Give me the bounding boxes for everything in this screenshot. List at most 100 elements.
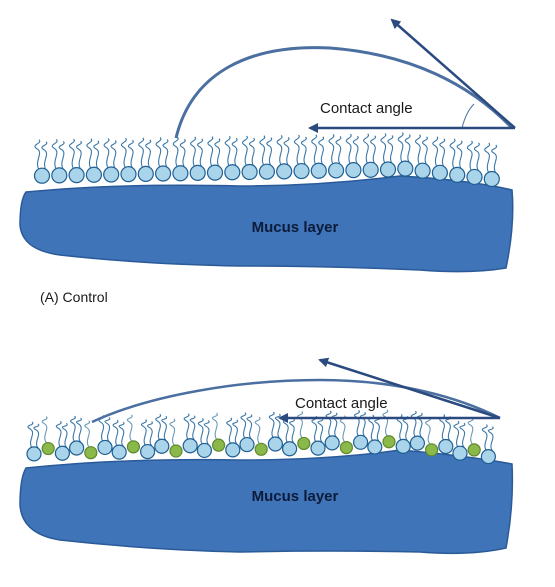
- droplet-outline: [174, 46, 514, 139]
- additive-head: [169, 444, 183, 458]
- lipid-tail: [86, 138, 93, 170]
- lipid-head: [172, 165, 189, 182]
- lipid-tail: [155, 413, 162, 441]
- lipid-tail: [34, 139, 41, 170]
- lipid-tail: [387, 135, 394, 164]
- lipid-tail: [345, 133, 352, 165]
- droplet-outline: [91, 378, 501, 424]
- lipid-tail: [311, 415, 318, 443]
- lipid-tail: [232, 419, 239, 445]
- lipid-tail: [68, 138, 75, 170]
- panel-caption: (A) Control: [40, 289, 108, 305]
- lipid-tail: [254, 416, 261, 444]
- lipid-head: [120, 166, 137, 183]
- lipid-tail: [414, 134, 421, 165]
- lipid-tail: [41, 141, 48, 171]
- lipid-head: [33, 167, 51, 184]
- lipid-tail: [207, 136, 214, 167]
- lipid-head: [324, 435, 340, 451]
- lipid-tail: [266, 137, 273, 166]
- lipid-tail: [268, 411, 275, 439]
- lipid-tail: [110, 140, 117, 169]
- panel-b-treated: Mucus layer Contact angle: [19, 357, 514, 555]
- lipid-tail: [84, 420, 91, 448]
- lipid-tail: [453, 420, 460, 448]
- lipid-head: [225, 442, 241, 458]
- lipid-tail: [370, 135, 377, 165]
- lipid-head: [367, 439, 383, 455]
- lipid-head: [85, 166, 103, 183]
- lipid-tail: [75, 417, 82, 443]
- lipid-tail: [197, 418, 204, 445]
- lipid-tail: [118, 421, 125, 447]
- lipid-tail: [231, 137, 238, 167]
- mucus-layer-label: Mucus layer: [252, 488, 339, 505]
- lipid-head: [379, 161, 397, 178]
- lipid-tail: [140, 419, 147, 446]
- lipid-head: [140, 443, 156, 460]
- lipid-head: [206, 164, 224, 181]
- lipid-tail: [487, 426, 494, 451]
- lipid-tail: [33, 423, 40, 449]
- lipid-tail: [51, 139, 58, 170]
- lipid-head: [182, 438, 198, 454]
- lipid-tail: [240, 412, 247, 439]
- lipid-tail: [473, 142, 480, 172]
- lipid-tail: [41, 416, 48, 443]
- lipid-tail: [424, 417, 431, 445]
- lipid-tail: [75, 140, 82, 170]
- lipid-tail: [363, 133, 370, 165]
- lipid-tail: [189, 415, 196, 441]
- lipid-head: [483, 170, 500, 188]
- lipid-tail: [103, 138, 110, 169]
- lipid-tail: [402, 415, 409, 441]
- lipid-head: [258, 163, 275, 180]
- additive-head: [254, 442, 268, 456]
- lipid-tail: [197, 138, 204, 168]
- lipid-head: [239, 436, 255, 453]
- lipid-tail: [416, 412, 423, 438]
- lipid-head: [196, 442, 212, 459]
- additive-head: [339, 440, 353, 455]
- lipid-tail: [359, 411, 366, 437]
- lipid-tail: [179, 138, 186, 168]
- lipid-head: [353, 434, 369, 450]
- lipid-tail: [190, 136, 197, 168]
- additive-head: [382, 435, 396, 449]
- additive-head: [467, 443, 481, 457]
- lipid-tail: [246, 414, 253, 439]
- lipid-tail: [274, 413, 281, 439]
- additive-head: [212, 438, 226, 452]
- lipid-head: [54, 445, 71, 461]
- lipid-head: [68, 166, 85, 184]
- lipid-tail: [282, 416, 289, 444]
- lipid-tail: [120, 137, 127, 169]
- lipid-tail: [146, 421, 153, 446]
- additive-head: [84, 446, 98, 460]
- lipid-tail: [421, 136, 428, 166]
- lipid-head: [26, 446, 42, 462]
- lipid-tail: [61, 422, 68, 448]
- mucus-layer-shape: [19, 175, 514, 273]
- lipid-tail: [352, 135, 359, 165]
- lipid-head: [155, 165, 172, 182]
- lipid-tail: [353, 409, 360, 437]
- lipid-tail: [226, 417, 233, 445]
- lipid-tail: [459, 422, 466, 448]
- lipid-tail: [491, 144, 498, 174]
- lipid-head: [395, 438, 411, 454]
- lipid-tail: [317, 417, 324, 443]
- lipid-tail: [318, 136, 325, 166]
- lipid-head: [345, 162, 362, 179]
- lipid-tail: [449, 138, 456, 170]
- lipid-head: [111, 444, 127, 460]
- lipid-tail: [445, 416, 452, 441]
- lipid-head: [97, 439, 113, 456]
- lipid-tail: [288, 418, 295, 444]
- lipid-head: [189, 164, 206, 182]
- lipid-head: [310, 162, 327, 179]
- lipid-tail: [297, 411, 304, 438]
- lipid-tail: [404, 134, 411, 163]
- lipid-tail: [27, 421, 34, 449]
